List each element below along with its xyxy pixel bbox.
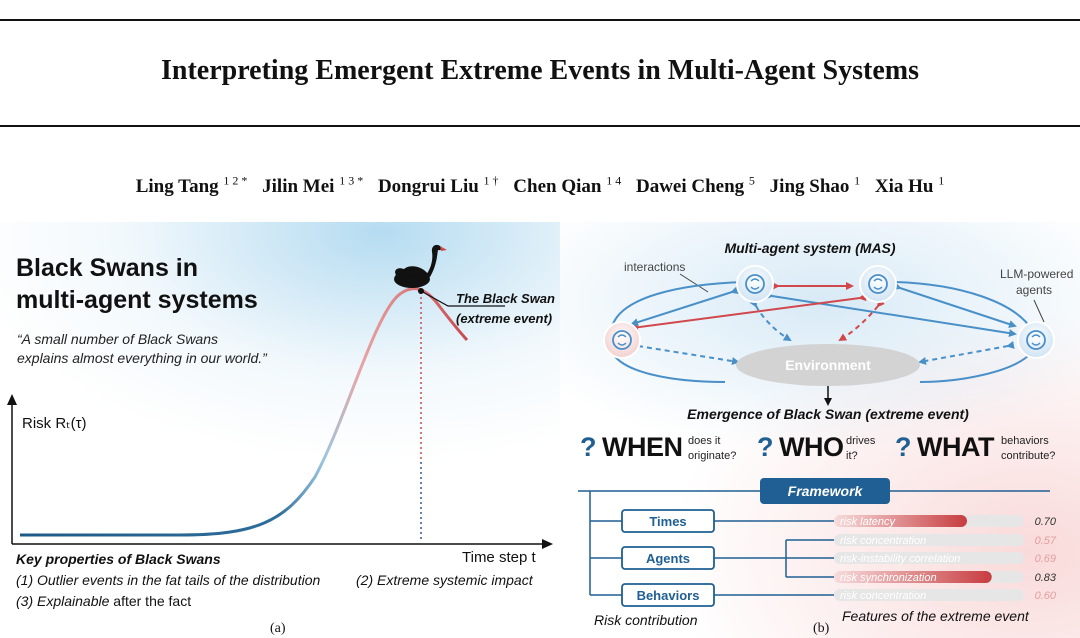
category-label-agents: Agents — [646, 551, 690, 566]
feature-name: risk-instability correlation — [840, 553, 960, 565]
arrow-4 — [893, 282, 1017, 328]
feature-name: risk concentration — [840, 535, 926, 547]
black-swan-quote: “A small number of Black Swans explains … — [17, 331, 267, 366]
category-box-agents — [621, 546, 715, 570]
feature-bar-fill — [834, 571, 992, 583]
category-box-behaviors — [621, 583, 715, 607]
author: Dawei Cheng 5 — [635, 174, 755, 198]
y-axis-label: Risk Rₜ(τ) — [22, 415, 87, 432]
feature-name: risk concentration — [840, 590, 926, 602]
environment-node — [736, 344, 920, 386]
feature-name: risk synchronization — [840, 572, 937, 584]
question-mark-icon: ? — [895, 432, 912, 462]
property-2: (2) Extreme systemic impact — [356, 572, 533, 588]
panel-a-heading: Black Swans in multi-agent systems — [16, 254, 258, 314]
feature-bars: risk latency 0.70 risk concentration 0.57 ri… — [834, 515, 1057, 602]
feature-bar-track — [834, 589, 1024, 601]
framework-header — [760, 478, 890, 504]
framework-label: Framework — [788, 483, 864, 499]
arrow-5 — [630, 286, 739, 326]
author: Xia Hu 1 — [874, 174, 945, 198]
property-3: (3) Explainable after the fact — [16, 593, 192, 609]
dashed-arrow-3 — [631, 341, 740, 366]
feature-value: 0.70 — [1035, 516, 1057, 528]
mas-diagram: Multi-agent system (MAS) interactions LL… — [578, 240, 1073, 607]
black-swan-icon — [394, 244, 447, 288]
question-word: WHEN — [602, 432, 683, 462]
agents-label-line2: agents — [1016, 283, 1052, 297]
question-word: WHO — [779, 432, 844, 462]
dashed-arrow-1 — [749, 298, 792, 342]
figure-panel-a: Risk Rₜ(τ) Time step t The Black Swan (e… — [0, 222, 560, 638]
dashed-arrow-4 — [918, 340, 1015, 365]
environment-label: Environment — [785, 357, 871, 373]
agent-icon — [859, 265, 897, 303]
interactions-pointer — [679, 273, 709, 293]
category-box-times — [621, 509, 715, 533]
top-rule — [0, 19, 1080, 21]
feature-value: 0.57 — [1035, 535, 1057, 547]
paper-title: Interpreting Emergent Extreme Events in … — [161, 55, 919, 86]
question-mark-icon: ? — [757, 432, 774, 462]
risk-contribution-label: Risk contribution — [594, 612, 698, 628]
author-list: Ling Tang 1 2 * Jilin Mei 1 3 * Dongrui … — [0, 174, 1080, 198]
figure-panel-b: Multi-agent system (MAS) interactions LL… — [560, 222, 1080, 638]
author: Dongrui Liu 1 † — [377, 174, 499, 198]
feature-bar-track — [834, 552, 1024, 564]
swan-label-line2: (extreme event) — [456, 311, 552, 326]
category-label-times: Times — [649, 514, 686, 529]
figure-caption-a: (a) — [270, 621, 286, 636]
agents-label-pointer — [1033, 299, 1045, 323]
property-1: (1) Outlier events in the fat tails of t… — [16, 572, 321, 588]
feature-value: 0.60 — [1035, 590, 1057, 602]
feature-value: 0.69 — [1035, 553, 1056, 565]
swan-label-line1: The Black Swan — [456, 291, 555, 306]
category-label-behaviors: Behaviors — [637, 588, 700, 603]
question-word: WHAT — [917, 432, 994, 462]
feature-value: 0.83 — [1035, 572, 1057, 584]
author: Jing Shao 1 — [769, 174, 861, 198]
emergence-label: Emergence of Black Swan (extreme event) — [687, 406, 969, 422]
features-label: Features of the extreme event — [842, 608, 1029, 624]
interactions-label: interactions — [624, 260, 685, 274]
author: Ling Tang 1 2 * — [135, 174, 248, 198]
dashed-arrow-2 — [838, 298, 885, 342]
figure-caption-b: (b) — [813, 621, 830, 636]
question-mark-icon: ? — [580, 432, 597, 462]
bottom-rule — [0, 125, 1080, 127]
agent-icon — [603, 321, 641, 359]
feature-bar-track — [834, 534, 1024, 546]
author: Chen Qian 1 4 — [513, 174, 622, 198]
feature-name: risk latency — [840, 516, 897, 528]
agent-icon — [736, 265, 774, 303]
x-axis-arrow — [542, 539, 553, 549]
author: Jilin Mei 1 3 * — [262, 174, 364, 198]
y-axis-arrow — [7, 394, 17, 405]
risk-curve-chart: Risk Rₜ(τ) Time step t The Black Swan (e… — [7, 244, 555, 566]
x-axis-label: Time step t — [462, 549, 536, 566]
risk-curve — [20, 287, 469, 537]
agents-label-line1: LLM-powered — [1000, 267, 1073, 281]
key-properties-title: Key properties of Black Swans — [16, 551, 221, 567]
agent-icon — [1017, 321, 1055, 359]
panel-a-background — [0, 222, 560, 638]
feature-bar-fill — [834, 515, 967, 527]
mas-title: Multi-agent system (MAS) — [724, 240, 895, 256]
swan-pointer-line — [420, 290, 505, 307]
